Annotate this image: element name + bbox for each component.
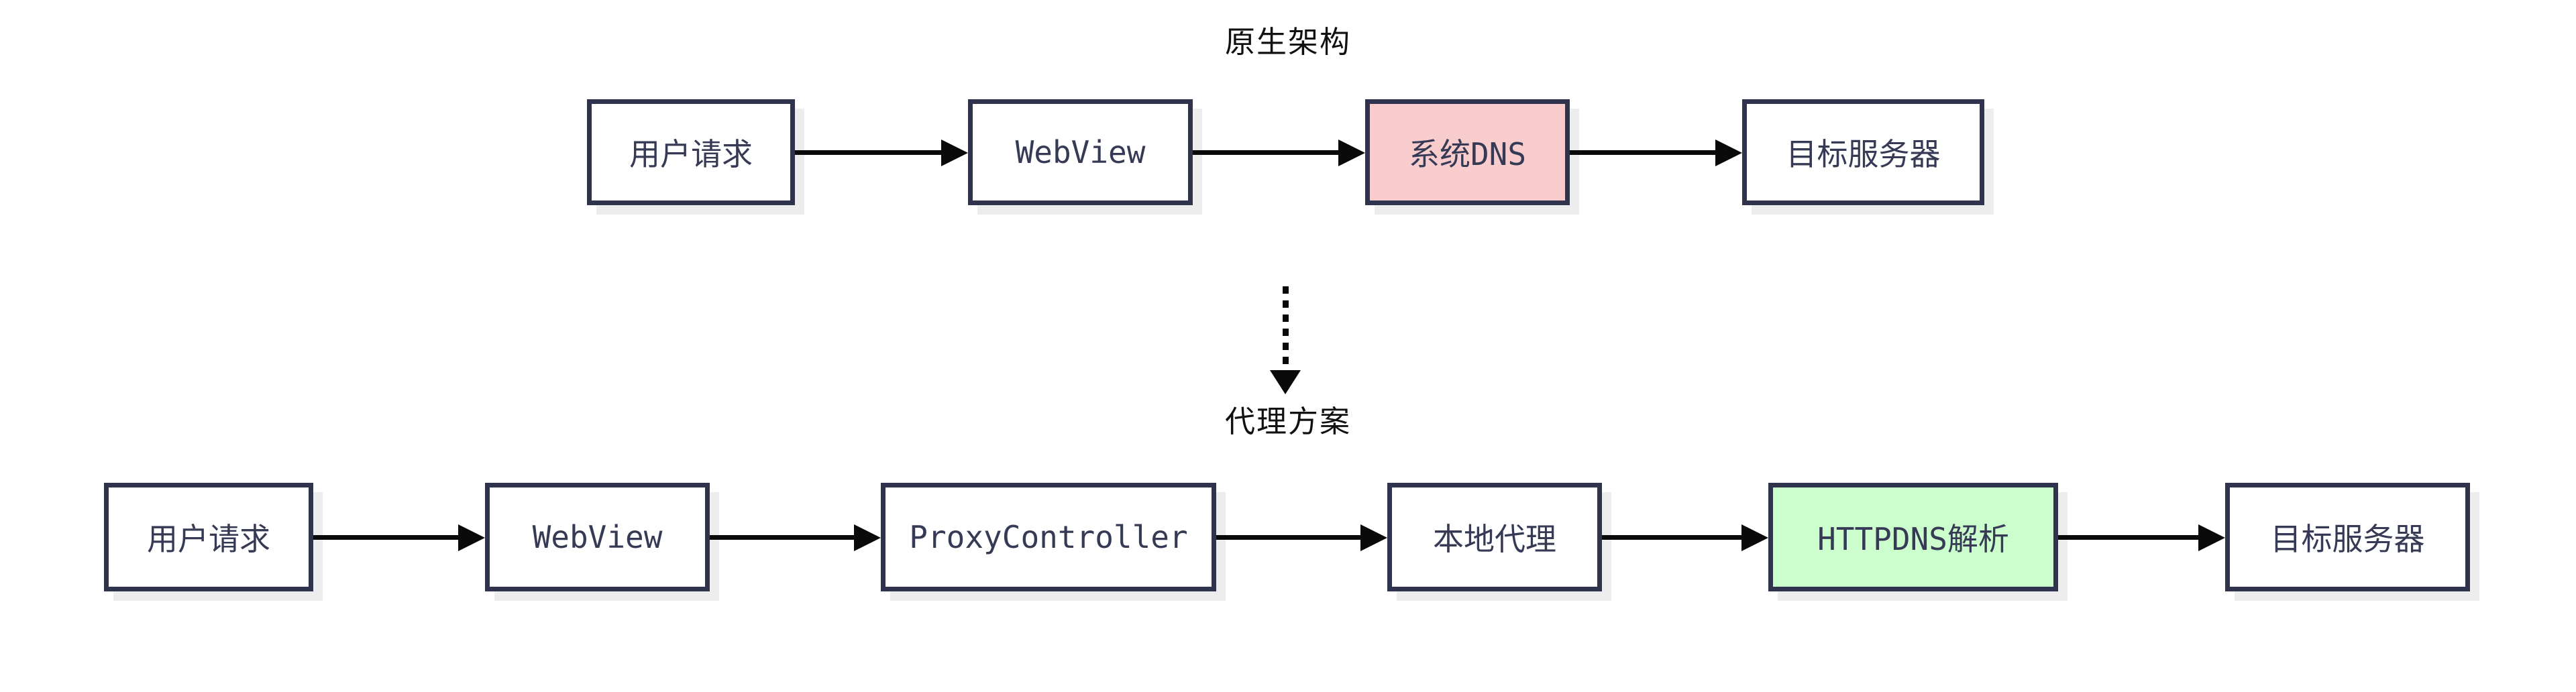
node-user-request-proxy: 用户请求 [104,483,313,591]
proxy-plan-title: 代理方案 [1224,404,1351,439]
node-system-dns: 系统DNS [1365,99,1570,205]
node-local-proxy: 本地代理 [1387,483,1602,591]
node-proxycontroller: ProxyController [881,483,1216,591]
node-webview-native: WebView [968,99,1193,205]
dotted-arrow-down-head-icon [1270,370,1301,394]
node-target-server-proxy: 目标服务器 [2225,483,2470,591]
arrow-right-icon [795,150,941,155]
arrow-right-icon [1216,535,1360,540]
arrow-right-icon [1193,150,1338,155]
arrow-right-icon [710,535,854,540]
node-httpdns-resolve: HTTPDNS解析 [1768,483,2058,591]
arrow-right-icon [2058,535,2198,540]
arrow-right-icon [1570,150,1715,155]
node-user-request-native: 用户请求 [587,99,795,205]
native-arch-title: 原生架构 [1224,24,1351,60]
node-webview-proxy: WebView [485,483,710,591]
arrow-right-icon [313,535,458,540]
arrow-right-icon [1602,535,1741,540]
node-target-server-native: 目标服务器 [1742,99,1984,205]
dotted-arrow-down-icon [1283,286,1289,371]
